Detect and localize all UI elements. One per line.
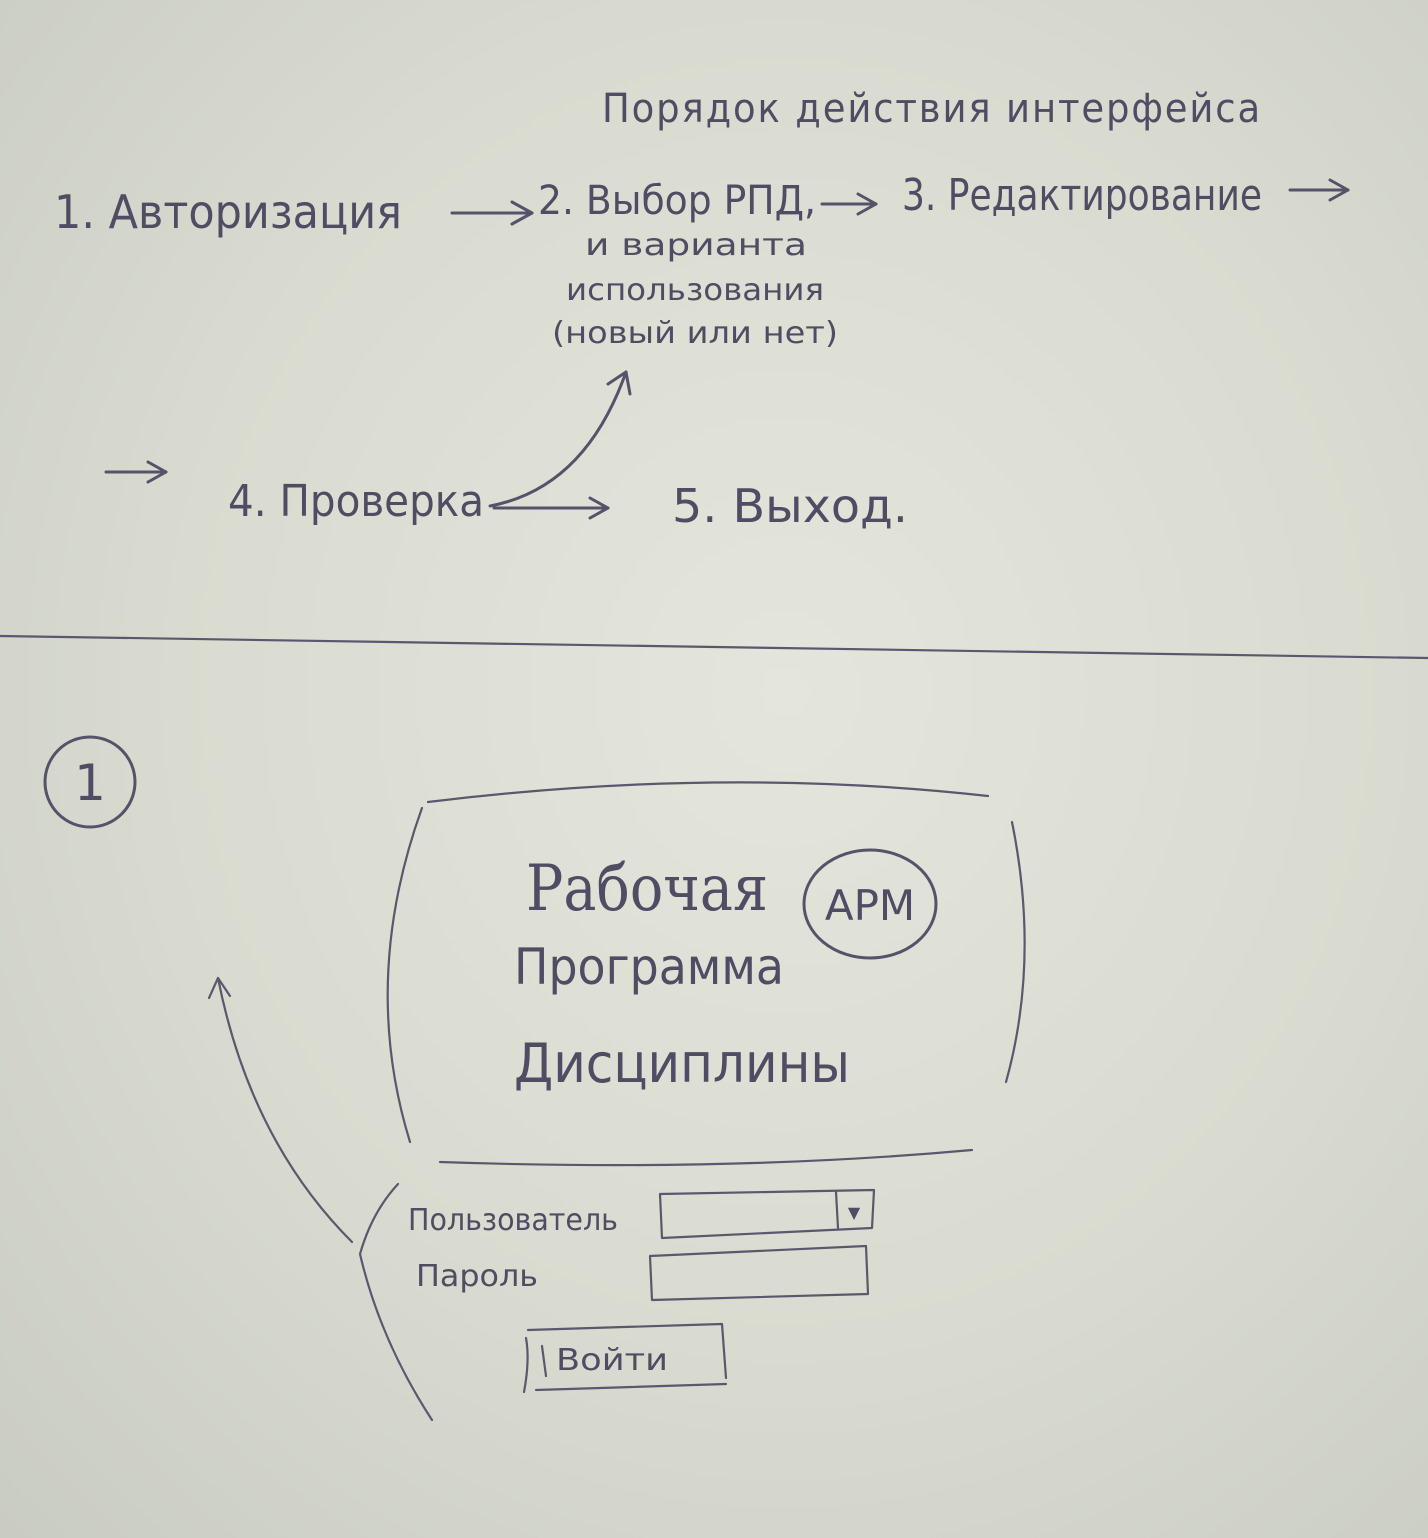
arrow-step3-out [1288, 178, 1350, 202]
login-button[interactable]: Войти [522, 1322, 728, 1394]
screen-1-mockup: 1 Рабочая Программа Дисциплины АРМ Польз… [43, 735, 1026, 1422]
arrow-step4-to-step5 [492, 496, 610, 520]
password-label: Пароль [416, 1259, 538, 1294]
flow-step-choose-rpd: 2. Выбор РПД, [538, 178, 816, 224]
arrow-step4-back-to-step2 [488, 370, 632, 508]
arrow-into-step4 [104, 460, 168, 484]
flow-step-editing: 3. Редактирование [902, 170, 1262, 221]
login-form: Пользователь ▼ Пароль Войти [408, 1188, 876, 1394]
flow-step-authorization: 1. Авторизация [54, 185, 402, 239]
chevron-down-icon[interactable]: ▼ [848, 1203, 861, 1222]
splash-line-2: Программа [514, 938, 784, 996]
section-divider [0, 634, 1428, 660]
flow-step-check: 4. Проверка [228, 476, 484, 527]
flow-title: Порядок действия интерфейса [602, 86, 1262, 132]
arrow-step2-to-step3 [820, 192, 878, 216]
login-brace [358, 1182, 434, 1422]
flow-diagram: Порядок действия интерфейса 1. Авторизац… [54, 86, 1350, 533]
screen-number-badge: 1 [43, 735, 137, 829]
flow-step-choose-rpd-note-3: (новый или нет) [552, 316, 838, 351]
back-arrow-to-splash [207, 976, 354, 1244]
arm-badge-label: АРМ [825, 881, 915, 930]
password-field[interactable] [648, 1244, 870, 1302]
arm-badge: АРМ [802, 848, 938, 960]
user-select[interactable]: ▼ [658, 1188, 876, 1240]
flow-step-choose-rpd-note-1: и варианта [585, 228, 807, 263]
flow-step-exit: 5. Выход. [672, 479, 908, 533]
splash-frame [386, 781, 1026, 1167]
user-label: Пользователь [408, 1203, 618, 1238]
splash-line-3: Дисциплины [514, 1032, 850, 1095]
arrow-step1-to-step2 [450, 200, 534, 226]
flow-step-choose-rpd-note-2: использования [566, 273, 824, 308]
screen-number: 1 [74, 754, 106, 812]
splash-line-1: Рабочая [526, 852, 768, 926]
login-button-label[interactable]: Войти [556, 1343, 668, 1378]
